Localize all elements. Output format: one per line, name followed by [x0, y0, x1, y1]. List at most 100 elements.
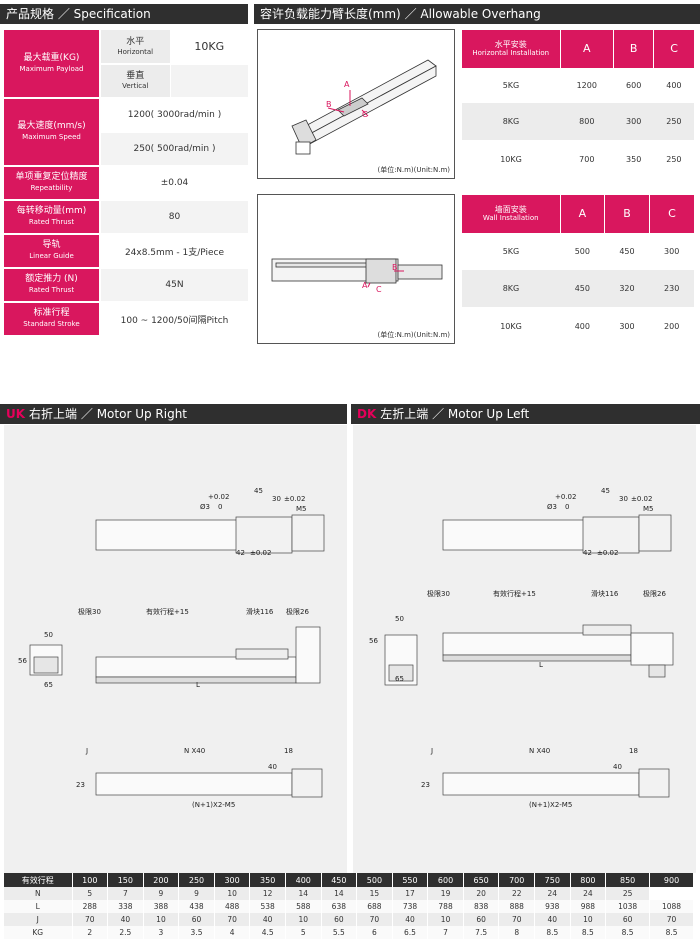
table-cell: 500: [560, 233, 605, 270]
dim-tol: +0.02: [208, 493, 230, 501]
row-label: N: [4, 887, 73, 900]
unit-label-1: (单位:N.m)(Unit:N.m): [377, 166, 450, 174]
table-cell: 12: [249, 887, 286, 900]
speed-label: 最大速度(mm/s)Maximum Speed: [4, 98, 101, 167]
dim-23: 23: [76, 781, 85, 789]
table-cell: 70: [72, 913, 109, 926]
repeat-val: ±0.04: [100, 166, 248, 201]
stroke-header-cell: 100: [72, 873, 109, 887]
table-cell: 350: [613, 140, 654, 179]
mark-c: C: [362, 110, 368, 119]
stroke-header-label: 有效行程: [4, 873, 73, 887]
table-cell: 14: [321, 887, 358, 900]
dim-limit30: 极限30: [78, 608, 101, 616]
table-cell: 5KG: [462, 233, 560, 270]
table-cell: 25: [605, 887, 651, 900]
dim-30: 30: [619, 495, 628, 503]
table-cell: 5KG: [462, 68, 560, 103]
spec-title-en: Specification: [73, 7, 151, 21]
uk-code: UK: [6, 407, 26, 421]
table-cell: 488: [214, 900, 251, 913]
overhang-title: 容许负载能力臂长度(mm): [260, 7, 401, 21]
table-cell: 3.5: [178, 926, 215, 939]
thrust-val: 45N: [100, 268, 248, 303]
stroke-header-cell: 200: [143, 873, 180, 887]
dim-n1m5: (N+1)X2-M5: [192, 801, 236, 809]
table-cell: 450: [604, 233, 650, 270]
row-label: J: [4, 913, 73, 926]
dk-title: 左折上端: [380, 407, 429, 421]
table-cell: 40: [249, 913, 286, 926]
dim-30: 30: [272, 495, 281, 503]
table-cell: 40: [107, 913, 144, 926]
dim-nx40: N X40: [184, 747, 206, 755]
table-cell: 17: [392, 887, 429, 900]
dim-40: 40: [268, 763, 277, 771]
dim-42: 42: [583, 549, 592, 557]
stroke-header-cell: 850: [605, 873, 651, 887]
uk-title: 右折上端: [29, 407, 78, 421]
table-cell: 60: [178, 913, 215, 926]
dim-limit26: 极限26: [643, 590, 666, 598]
table-cell: 70: [214, 913, 251, 926]
oh-h-col-b: B: [613, 30, 654, 69]
stroke-header-cell: 450: [321, 873, 358, 887]
dim-zero: 0: [565, 503, 570, 511]
dim-phi: Ø3: [547, 503, 557, 511]
oh-w-col-a: A: [559, 195, 605, 234]
stroke-header-cell: 150: [107, 873, 144, 887]
dim-18: 18: [284, 747, 293, 755]
table-cell: 638: [321, 900, 358, 913]
spec-header: 产品规格 ／ Specification: [0, 4, 248, 24]
stroke-header-cell: 400: [285, 873, 322, 887]
dim-50: 50: [395, 615, 404, 623]
dk-technical-drawing: [384, 514, 674, 798]
table-cell: 838: [463, 900, 500, 913]
uk-drawing-panel: +0.02 Ø3 0 45 30 ±0.02 M5 42 ±0.02 极限30 …: [4, 425, 347, 873]
table-cell: 8.5: [534, 926, 571, 939]
dim-pm: ±0.02: [631, 495, 653, 503]
table-cell: 60: [463, 913, 500, 926]
stroke-val: 100 ~ 1200/50间隔Pitch: [100, 302, 248, 337]
table-cell: 60: [605, 913, 651, 926]
table-cell: 10KG: [462, 140, 560, 179]
table-cell: 10: [285, 913, 322, 926]
dim-limit30: 极限30: [427, 590, 450, 598]
dim-nx40: N X40: [529, 747, 551, 755]
stroke-header-cell: 900: [649, 873, 694, 887]
table-cell: 19: [427, 887, 464, 900]
table-cell: 788: [427, 900, 464, 913]
dim-45: 45: [601, 487, 610, 495]
table-cell: 8KG: [462, 269, 560, 308]
table-cell: 15: [356, 887, 393, 900]
stroke-header-cell: 350: [249, 873, 286, 887]
table-cell: 1038: [605, 900, 651, 913]
stroke-header-cell: 300: [214, 873, 251, 887]
mark-b: B: [326, 100, 332, 109]
oh-h-col-c: C: [653, 30, 694, 69]
dim-42: 42: [236, 549, 245, 557]
table-cell: 10: [570, 913, 607, 926]
row-label: L: [4, 900, 73, 913]
table-cell: 320: [604, 269, 650, 308]
row-label: KG: [4, 926, 73, 939]
table-cell: 250: [653, 102, 694, 141]
table-cell: 70: [649, 913, 694, 926]
dim-42-pm: ±0.02: [250, 549, 272, 557]
payload-label: 最大载重(KG)Maximum Payload: [4, 30, 101, 99]
table-cell: 6.5: [392, 926, 429, 939]
guide-val: 24x8.5mm - 1支/Piece: [100, 234, 248, 269]
table-cell: 5.5: [321, 926, 358, 939]
stroke-header-cell: 250: [178, 873, 215, 887]
oh-w-col-c: C: [648, 195, 694, 234]
payload-v-val: [170, 64, 248, 99]
table-cell: 938: [534, 900, 571, 913]
stroke-header-cell: 600: [427, 873, 464, 887]
horizontal-install-diagram: A B C (单位:N.m)(Unit:N.m): [257, 29, 455, 179]
